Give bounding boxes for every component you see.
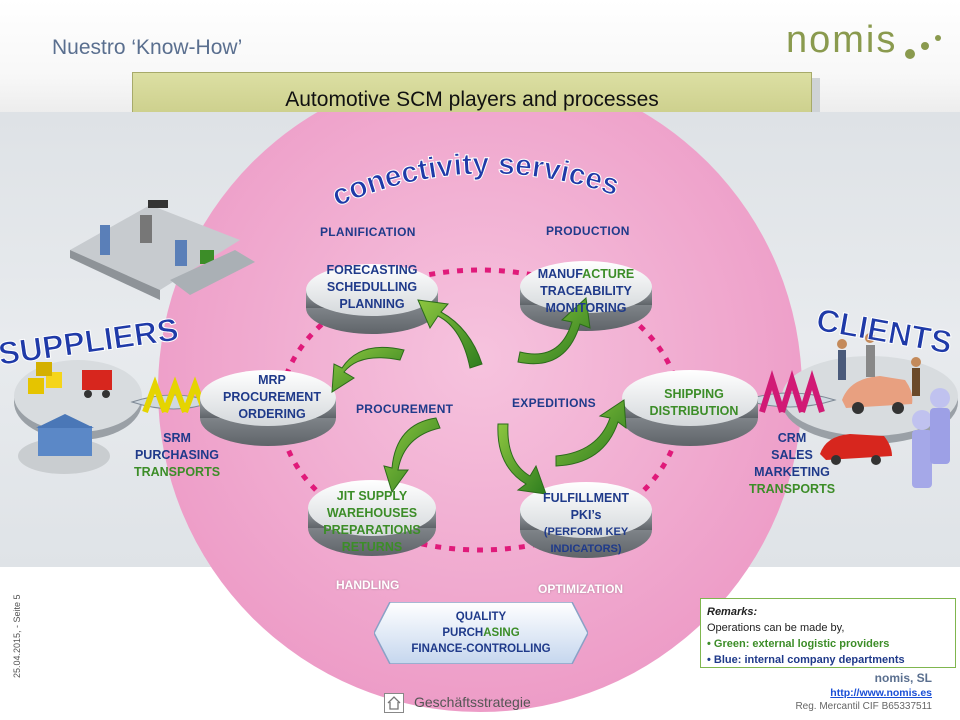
company-name: nomis, SL [874, 671, 932, 685]
label-production: PRODUCTION [546, 224, 630, 238]
disc-jit-text: JIT SUPPLY WAREHOUSES PREPARATIONS RETUR… [323, 489, 421, 554]
suppliers-side-text: SRM PURCHASING TRANSPORTS [133, 431, 221, 479]
disc-mrp [200, 370, 336, 446]
label-optimization: OPTIMIZATION [538, 582, 624, 596]
remarks-green-item: • Green: external logistic providers [707, 638, 890, 650]
factory-illustration [70, 200, 255, 300]
label-expeditions: EXPEDITIONS [512, 396, 596, 410]
disc-shipping-text: SHIPPING DISTRIBUTION [649, 387, 739, 418]
quality-hexagon [374, 602, 588, 664]
footer-section-title: Geschäftsstrategie [414, 694, 531, 710]
disc-manufacture-text: MANUFACTURE TRACEABILITY MONITORING [537, 267, 635, 315]
disc-shipping [622, 370, 758, 446]
remarks-box: Remarks: Operations can be made by, • Gr… [700, 598, 956, 668]
remarks-line: Operations can be made by, [707, 622, 845, 634]
arrow-icon-2 [517, 296, 591, 365]
quality-text: QUALITY PURCHASING FINANCE-CONTROLLING [411, 611, 551, 655]
footer-date: 25.04.2015, - Seite 5 [12, 594, 22, 678]
disc-fulfillment-text: FULFILLMENT PKI’s (PERFORM KEY INDICATOR… [542, 491, 630, 555]
arrow-icon-6 [497, 423, 547, 495]
home-icon[interactable] [384, 693, 404, 713]
company-registration: Reg. Mercantil CIF B65337511 [795, 701, 932, 712]
arrow-icon-1 [417, 299, 483, 369]
disc-fulfillment [520, 482, 652, 558]
arrow-icon-4 [555, 399, 627, 467]
remarks-blue-item: • Blue: internal company departments [707, 654, 905, 666]
suppliers-illustration [14, 360, 142, 474]
logo-text: nomis [786, 19, 897, 61]
clients-title: CLIENTS [814, 301, 955, 360]
green-arrows [331, 296, 627, 495]
slide-title: Nuestro ‘Know-How’ [52, 36, 243, 59]
disc-mrp-text: MRP PROCUREMENT ORDERING [223, 373, 321, 421]
arrow-icon-3 [331, 346, 405, 393]
nomis-logo: nomis [786, 19, 941, 61]
process-circle [158, 112, 802, 712]
clients-side-text: CRM SALES MARKETING TRANSPORTS [748, 431, 836, 496]
remarks-title: Remarks: [707, 606, 758, 618]
disc-jit [308, 480, 436, 556]
label-procurement: PROCUREMENT [356, 402, 454, 416]
clients-illustration [782, 333, 958, 488]
arrow-icon-5 [383, 417, 441, 494]
client-connector [743, 369, 837, 413]
label-planification: PLANIFICATION [320, 225, 416, 239]
company-url-link[interactable]: http://www.nomis.es [830, 687, 932, 699]
label-handling: HANDLING [336, 578, 400, 592]
disc-forecasting [306, 264, 438, 334]
disc-forecasting-text: FORECASTING SCHEDULLING PLANNING [326, 263, 418, 311]
scm-diagram: conectivity services SUPPLIERS [0, 112, 958, 712]
